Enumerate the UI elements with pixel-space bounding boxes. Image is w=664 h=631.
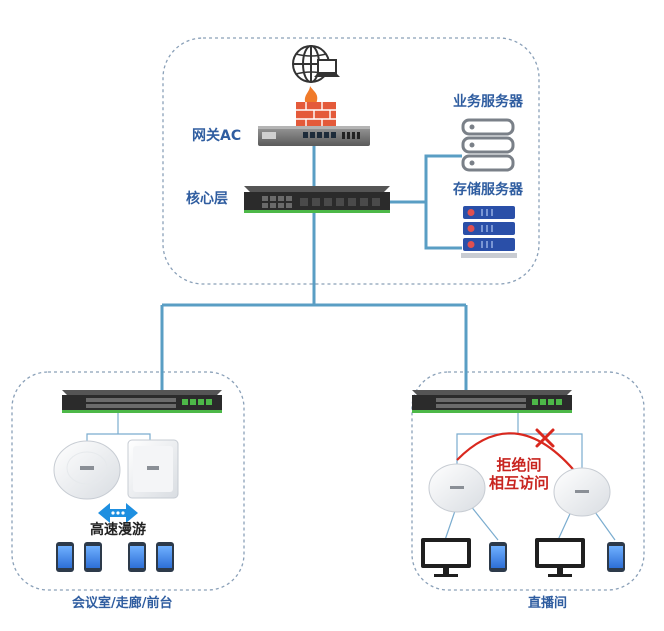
- meeting-zone: [11, 371, 245, 591]
- smartphone-icon: [84, 542, 102, 572]
- deny-x-icon: [535, 428, 555, 448]
- roaming-label: 高速漫游: [90, 522, 146, 538]
- business-server-label: 业务服务器: [453, 94, 523, 110]
- desktop-monitor-icon: [421, 538, 471, 577]
- access-point-icon: [428, 463, 486, 513]
- storage-server-icon: [461, 206, 517, 258]
- firewall-icon: [296, 86, 336, 128]
- smartphone-icon: [56, 542, 74, 572]
- gateway-ac-label: 网关AC: [192, 128, 242, 144]
- live-room-label: 直播间: [528, 596, 568, 611]
- gateway-ac-device: [258, 126, 370, 146]
- core-layer-label: 核心层: [186, 191, 228, 207]
- access-point-icon: [127, 439, 179, 499]
- smartphone-icon: [156, 542, 174, 572]
- roaming-arrow-icon: [98, 503, 138, 523]
- deny-access-label: 拒绝间 相互访问: [488, 456, 550, 492]
- business-server-icon: [461, 118, 515, 172]
- access-point-icon: [53, 440, 121, 500]
- core-switch-icon: [244, 186, 390, 213]
- smartphone-icon: [607, 542, 625, 572]
- live-zone: [411, 371, 645, 591]
- deny-access-arc: [456, 432, 583, 481]
- smartphone-icon: [128, 542, 146, 572]
- access-switch-icon: [412, 390, 572, 413]
- smartphone-icon: [489, 542, 507, 572]
- network-links: [160, 145, 468, 395]
- storage-server-label: 存储服务器: [453, 182, 523, 198]
- meeting-area-label: 会议室/走廊/前台: [72, 596, 173, 611]
- access-point-icon: [553, 467, 611, 517]
- deny-access-label-line2: 相互访问: [488, 474, 549, 492]
- desktop-monitor-icon: [535, 538, 585, 577]
- deny-access-label-line1: 拒绝间: [496, 456, 542, 474]
- globe-laptop-icon: [292, 45, 340, 83]
- access-switch-icon: [62, 390, 222, 413]
